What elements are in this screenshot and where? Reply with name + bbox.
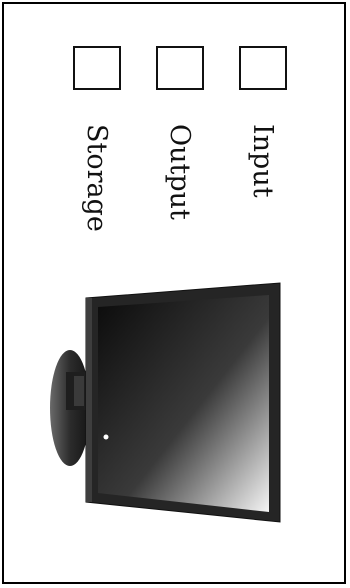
monitor-screen (98, 295, 269, 512)
power-light (104, 435, 109, 440)
